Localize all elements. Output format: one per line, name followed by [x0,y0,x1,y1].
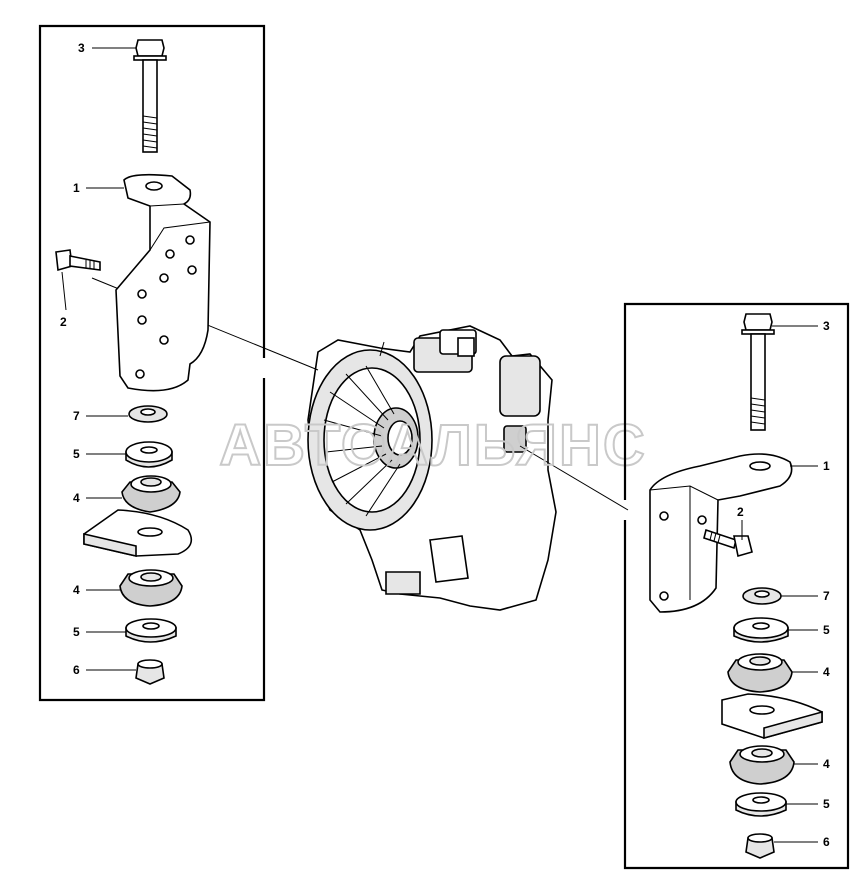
left-callout-3: 3 [78,41,85,55]
right-callout-2: 2 [737,505,744,519]
right-callout-5-upper: 5 [823,623,830,637]
left-callout-5-lower: 5 [73,625,80,639]
right-callout-3: 3 [823,319,830,333]
right-callout-7: 7 [823,589,830,603]
right-callout-5-lower: 5 [823,797,830,811]
left-callout-6: 6 [73,663,80,677]
left-leader-lines [61,47,136,671]
transmission-housing [307,325,557,611]
right-callout-4-upper: 4 [823,665,830,679]
left-bolt-short [55,249,101,272]
right-bracket [649,453,793,613]
right-bolt-long [741,313,775,431]
left-callout-1: 1 [73,181,80,195]
right-bolt-short [703,528,753,558]
left-washer-upper [125,441,173,468]
left-rubber-mount-upper [121,475,181,513]
right-callout-1: 1 [823,459,830,473]
left-callout-4-upper: 4 [73,491,80,505]
left-callout-2: 2 [60,315,67,329]
right-washer-lower [735,792,787,817]
left-callout-5-upper: 5 [73,447,80,461]
right-callout-6: 6 [823,835,830,849]
left-washer-lower [125,618,177,643]
right-nut [745,833,775,859]
watermark-text: АВТОАЛЬЯНС [219,413,646,478]
left-washer-small [128,405,168,423]
left-mount-group: 3 1 2 7 5 4 4 5 6 [38,24,266,702]
right-leader-lines [741,325,818,843]
left-bolt-long [133,39,167,153]
left-group-frame [38,24,266,702]
right-washer-upper [733,617,789,643]
left-nut [135,659,165,685]
right-rubber-mount-lower [729,745,795,785]
right-mounting-plate [721,693,823,740]
left-rubber-mount-lower [119,569,183,607]
left-callout-4-lower: 4 [73,583,80,597]
left-callout-7: 7 [73,409,80,423]
right-mount-group: 3 1 2 7 5 4 4 5 6 [623,302,850,870]
right-callout-4-lower: 4 [823,757,830,771]
right-rubber-mount-upper [727,653,793,693]
left-bracket [115,173,211,392]
right-washer-small [742,587,782,605]
right-group-frame [623,302,850,870]
left-mounting-plate [83,509,193,558]
